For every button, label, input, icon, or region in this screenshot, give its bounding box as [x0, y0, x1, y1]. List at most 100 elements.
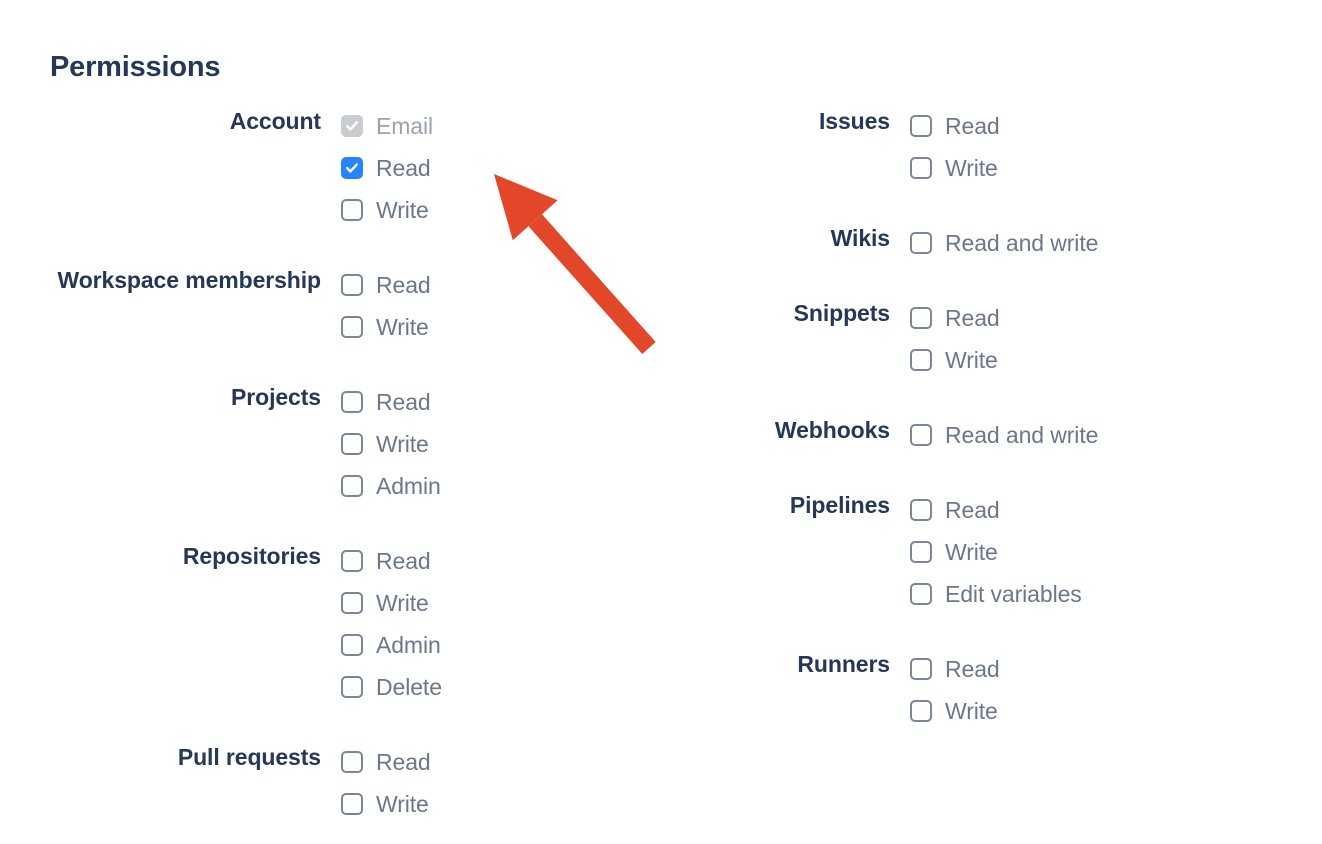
permission-option-row[interactable]: Write [910, 339, 1322, 381]
permission-option-row[interactable]: Write [341, 423, 660, 465]
checkbox-runners-read[interactable] [910, 658, 932, 680]
permission-option-row[interactable]: Email [341, 105, 660, 147]
permission-option-label: Read [376, 155, 431, 181]
checkbox-wikis-read-and-write[interactable] [910, 232, 932, 254]
permission-option-label: Read [945, 656, 1000, 682]
permission-option-row[interactable]: Edit variables [910, 573, 1322, 615]
checkbox-runners-write[interactable] [910, 700, 932, 722]
checkbox-account-read[interactable] [341, 157, 363, 179]
permission-group-label: Account [229, 108, 321, 134]
permission-group-label: Pipelines [789, 492, 890, 518]
permission-option-label: Read and write [945, 230, 1099, 256]
permission-option-label: Admin [376, 473, 441, 499]
permission-group-webhooks: Webhooks Read and write [660, 413, 1322, 456]
checkbox-pipelines-write[interactable] [910, 541, 932, 563]
checkbox-webhooks-read-and-write[interactable] [910, 424, 932, 446]
permission-group-wikis: Wikis Read and write [660, 221, 1322, 264]
permission-option-row[interactable]: Read and write [910, 222, 1322, 264]
permission-option-row[interactable]: Write [341, 582, 660, 624]
permission-option-label: Read and write [945, 422, 1099, 448]
permission-group-label: Webhooks [774, 417, 890, 443]
permission-option-row[interactable]: Delete [341, 666, 660, 708]
checkbox-pipelines-read[interactable] [910, 499, 932, 521]
checkbox-account-email [341, 115, 363, 137]
permission-group-options: Read and write [910, 413, 1322, 456]
page-title: Permissions [50, 51, 221, 83]
permission-option-row[interactable]: Write [341, 306, 660, 348]
permission-group-label: Projects [231, 384, 321, 410]
permission-option-label: Write [376, 314, 429, 340]
checkbox-snippets-write[interactable] [910, 349, 932, 371]
permission-option-label: Write [376, 791, 429, 817]
permission-option-row[interactable]: Read [341, 381, 660, 423]
checkbox-projects-write[interactable] [341, 433, 363, 455]
permission-option-row[interactable]: Admin [341, 624, 660, 666]
checkbox-snippets-read[interactable] [910, 307, 932, 329]
permission-option-row[interactable]: Write [341, 783, 660, 825]
permission-option-label: Read [376, 272, 431, 298]
checkbox-pipelines-edit-variables[interactable] [910, 583, 932, 605]
checkbox-workspace-membership-read[interactable] [341, 274, 363, 296]
permission-group-label: Pull requests [177, 744, 321, 770]
permission-group-label: Wikis [830, 225, 890, 251]
permission-option-row[interactable]: Admin [341, 465, 660, 507]
checkbox-issues-write[interactable] [910, 157, 932, 179]
checkbox-projects-read[interactable] [341, 391, 363, 413]
permission-option-row[interactable]: Read [341, 540, 660, 582]
permission-option-label: Write [376, 431, 429, 457]
permission-option-label: Read [376, 749, 431, 775]
checkbox-pull-requests-read[interactable] [341, 751, 363, 773]
permission-option-row[interactable]: Write [341, 189, 660, 231]
permission-option-label: Write [376, 590, 429, 616]
permission-option-row[interactable]: Write [910, 531, 1322, 573]
permission-group-label: Repositories [182, 543, 321, 569]
permission-option-row[interactable]: Read [910, 648, 1322, 690]
permission-option-label: Read [945, 497, 1000, 523]
permission-option-row[interactable]: Read [910, 489, 1322, 531]
permission-option-label: Edit variables [945, 581, 1082, 607]
checkbox-workspace-membership-write[interactable] [341, 316, 363, 338]
checkbox-repositories-write[interactable] [341, 592, 363, 614]
checkbox-repositories-delete[interactable] [341, 676, 363, 698]
permission-option-row[interactable]: Read [341, 741, 660, 783]
permission-option-row[interactable]: Read and write [910, 414, 1322, 456]
checkbox-account-write[interactable] [341, 199, 363, 221]
permission-option-label: Write [945, 155, 998, 181]
permission-option-row[interactable]: Write [910, 147, 1322, 189]
checkbox-pull-requests-write[interactable] [341, 793, 363, 815]
checkbox-repositories-admin[interactable] [341, 634, 363, 656]
permission-option-row[interactable]: Read [341, 264, 660, 306]
checkbox-issues-read[interactable] [910, 115, 932, 137]
check-icon [346, 162, 358, 174]
checkbox-projects-admin[interactable] [341, 475, 363, 497]
permission-option-label: Read [945, 305, 1000, 331]
permission-option-row[interactable]: Write [910, 690, 1322, 732]
permission-group-label: Snippets [793, 300, 890, 326]
permission-option-label: Read [376, 548, 431, 574]
permission-option-row[interactable]: Read [910, 297, 1322, 339]
checkbox-repositories-read[interactable] [341, 550, 363, 572]
permission-option-row[interactable]: Read [341, 147, 660, 189]
permission-option-label: Write [376, 197, 429, 223]
permission-option-row[interactable]: Read [910, 105, 1322, 147]
permission-group-label: Workspace membership [57, 267, 322, 293]
